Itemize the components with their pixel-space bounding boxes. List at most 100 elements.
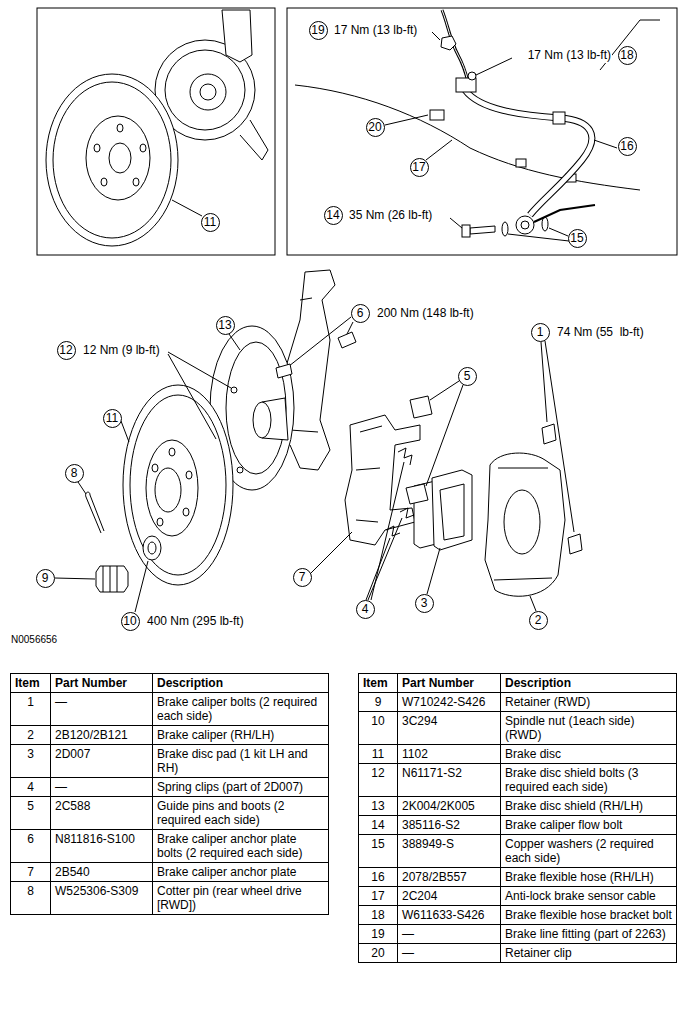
table-cell: Brake disc shield (RH/LH) — [501, 797, 677, 816]
torque-value: 17 Nm (13 lb-ft) — [333, 22, 418, 38]
table-cell: W710242-S426 — [398, 693, 501, 712]
table-cell: Brake caliper (RH/LH) — [153, 726, 329, 745]
table-cell: 1102 — [398, 745, 501, 764]
table-cell: Brake flexible hose (RH/LH) — [501, 868, 677, 887]
table-cell: 7 — [11, 863, 51, 882]
callout-circle: 3 — [415, 594, 434, 613]
table-cell: 8 — [11, 882, 51, 915]
callout-circle: 9 — [36, 569, 55, 588]
callout-number: 2 — [535, 614, 542, 626]
table-cell: 6 — [11, 830, 51, 863]
callout-circle: 14 — [324, 206, 343, 225]
table-cell: Copper washers (2 required each side) — [501, 835, 677, 868]
callout-circle: 5 — [458, 367, 477, 386]
callout-circle: 12 — [57, 341, 76, 360]
figure-code: N0056656 — [10, 632, 58, 648]
table-cell: — — [398, 925, 501, 944]
table-cell: — — [398, 944, 501, 963]
table-cell: — — [51, 778, 153, 797]
table-cell: Brake flexible hose bracket bolt — [501, 906, 677, 925]
callout-circle: 11 — [201, 213, 220, 232]
callout-number: 14 — [326, 209, 339, 221]
callout-circle: 20 — [366, 118, 385, 137]
table-cell: Brake caliper bolts (2 required each sid… — [153, 693, 329, 726]
table-cell: 9 — [359, 693, 398, 712]
table-cell: 19 — [359, 925, 398, 944]
table-cell: W525306-S309 — [51, 882, 153, 915]
table-cell: 14 — [359, 816, 398, 835]
table-cell: Brake disc pad (1 kit LH and RH) — [153, 745, 329, 778]
callout-number: 19 — [311, 24, 324, 36]
callout-number: 13 — [218, 319, 231, 331]
callout-circle: 8 — [65, 464, 84, 483]
torque-value: 12 Nm (9 lb-ft) — [82, 342, 161, 358]
table-header: Item — [359, 674, 398, 693]
table-cell: 2B120/2B121 — [51, 726, 153, 745]
table-cell: 2078/2B557 — [398, 868, 501, 887]
table-cell: Spindle nut (1each side) (RWD) — [501, 712, 677, 745]
callout-circle: 11 — [103, 409, 122, 428]
table-cell: Spring clips (part of 2D007) — [153, 778, 329, 797]
table-header: Part Number — [398, 674, 501, 693]
table-cell: Brake line fitting (part of 2263) — [501, 925, 677, 944]
table-cell: 2B540 — [51, 863, 153, 882]
callout-number: 1 — [537, 326, 544, 338]
callout-number: 12 — [59, 344, 72, 356]
callout-circle: 7 — [293, 568, 312, 587]
table-cell: 2K004/2K005 — [398, 797, 501, 816]
callout-number: 11 — [204, 216, 216, 228]
table-cell: Anti-lock brake sensor cable — [501, 887, 677, 906]
callout-circle: 16 — [618, 137, 637, 156]
torque-value: 200 Nm (148 lb-ft) — [376, 305, 475, 321]
parts-table: ItemPart NumberDescription1—Brake calipe… — [10, 673, 329, 915]
callout-number: 11 — [106, 412, 118, 424]
callout-circle: 10 — [121, 612, 140, 631]
callout-number: 8 — [71, 467, 78, 479]
torque-value: 35 Nm (26 lb-ft) — [348, 207, 433, 223]
table-cell: 2D007 — [51, 745, 153, 778]
table-cell: 16 — [359, 868, 398, 887]
callout-circle: 17 — [410, 158, 429, 177]
table-cell: 2 — [11, 726, 51, 745]
table-cell: Brake disc shield bolts (3 required each… — [501, 764, 677, 797]
table-cell: W611633-S426 — [398, 906, 501, 925]
table-cell: 2C204 — [398, 887, 501, 906]
table-cell: Cotter pin (rear wheel drive [RWD]) — [153, 882, 329, 915]
table-cell: N61171-S2 — [398, 764, 501, 797]
callout-circle: 1 — [531, 323, 550, 342]
parts-table: ItemPart NumberDescription9W710242-S426R… — [358, 673, 677, 963]
table-header: Part Number — [51, 674, 153, 693]
table-cell: 20 — [359, 944, 398, 963]
callout-number: 17 — [412, 161, 425, 173]
callout-circle: 2 — [529, 611, 548, 630]
callout-number: 15 — [570, 232, 583, 244]
table-cell: Brake caliper anchor plate bolts (2 requ… — [153, 830, 329, 863]
table-cell: Retainer clip — [501, 944, 677, 963]
torque-value: 17 Nm (13 lb-ft) — [527, 47, 612, 63]
table-header: Item — [11, 674, 51, 693]
table-header: Description — [153, 674, 329, 693]
table-cell: 12 — [359, 764, 398, 797]
table-cell: 388949-S — [398, 835, 501, 868]
table-cell: Retainer (RWD) — [501, 693, 677, 712]
callout-circle: 6 — [351, 304, 370, 323]
table-cell: 11 — [359, 745, 398, 764]
table-cell: 1 — [11, 693, 51, 726]
callout-number: 3 — [421, 597, 428, 609]
callout-number: 4 — [362, 603, 369, 615]
callout-circle: 18 — [618, 46, 637, 65]
callout-number: 7 — [299, 571, 306, 583]
table-cell: N811816-S100 — [51, 830, 153, 863]
table-cell: 2C588 — [51, 797, 153, 830]
table-cell: Brake caliper anchor plate — [153, 863, 329, 882]
table-cell: 10 — [359, 712, 398, 745]
torque-value: 400 Nm (295 lb-ft) — [146, 613, 245, 629]
table-cell: 5 — [11, 797, 51, 830]
table-cell: — — [51, 693, 153, 726]
table-cell: 17 — [359, 887, 398, 906]
callout-number: 10 — [123, 615, 136, 627]
table-cell: 3 — [11, 745, 51, 778]
table-cell: 13 — [359, 797, 398, 816]
callout-circle: 19 — [309, 21, 328, 40]
